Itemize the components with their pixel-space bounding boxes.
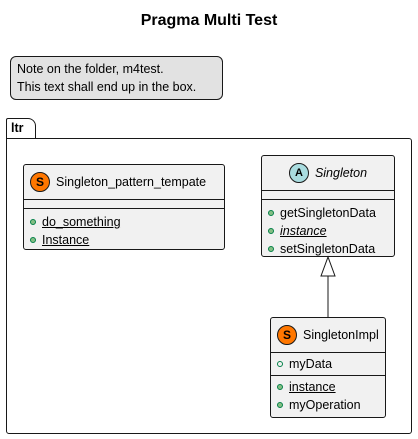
public-method-icon [30,219,36,225]
public-method-icon [268,228,274,234]
class-header: A Singleton [262,156,394,190]
note-box: Note on the folder, m4test. This text sh… [10,56,223,100]
method-name: myOperation [289,398,361,412]
method-name: instance [289,380,336,394]
fields-compartment [262,190,394,199]
method-name: instance [280,224,327,238]
note-line: This text shall end up in the box. [17,80,197,94]
class-singleton-impl[interactable]: S SingletonImpl myData instance myOperat… [270,317,386,418]
fields-compartment: myData [271,352,385,375]
method-row: getSingletonData [262,204,394,222]
package-body [6,138,412,434]
fields-compartment [24,199,224,208]
note-line: Note on the folder, m4test. [17,62,164,76]
method-row: instance [262,222,394,240]
inheritance-arrowhead [320,255,336,277]
class-singleton[interactable]: A Singleton getSingletonData instance se… [261,155,395,257]
methods-compartment: instance myOperation [271,375,385,414]
public-method-icon [277,402,283,408]
class-name: SingletonImpl [303,328,379,342]
class-name: Singleton [314,166,368,180]
method-name: do_something [42,215,121,229]
static-class-icon: S [30,172,50,192]
method-row: myOperation [271,396,385,414]
class-header: S SingletonImpl [271,318,385,352]
method-row: do_something [24,213,224,231]
public-method-icon [268,210,274,216]
method-row: setSingletonData [262,240,394,258]
field-row: myData [271,355,385,373]
public-method-icon [30,237,36,243]
public-method-icon [277,384,283,390]
public-field-icon [277,361,283,367]
field-name: myData [289,357,333,371]
method-name: setSingletonData [280,242,376,256]
method-name: Instance [42,233,90,247]
package-name: ltr [11,121,24,135]
abstract-class-icon: A [288,163,309,183]
diagram-title: Pragma Multi Test [140,12,278,29]
method-row: instance [271,378,385,396]
methods-compartment: getSingletonData instance setSingletonDa… [262,199,394,258]
methods-compartment: do_something Instance [24,208,224,249]
package-tab: ltr [6,118,36,138]
class-name: Singleton_pattern_tempate [56,175,207,189]
class-header: S Singleton_pattern_tempate [24,165,224,199]
class-singleton-pattern-tempate[interactable]: S Singleton_pattern_tempate do_something… [23,164,225,250]
static-class-icon: S [277,325,297,345]
method-name: getSingletonData [280,206,376,220]
public-method-icon [268,246,274,252]
method-row: Instance [24,231,224,249]
